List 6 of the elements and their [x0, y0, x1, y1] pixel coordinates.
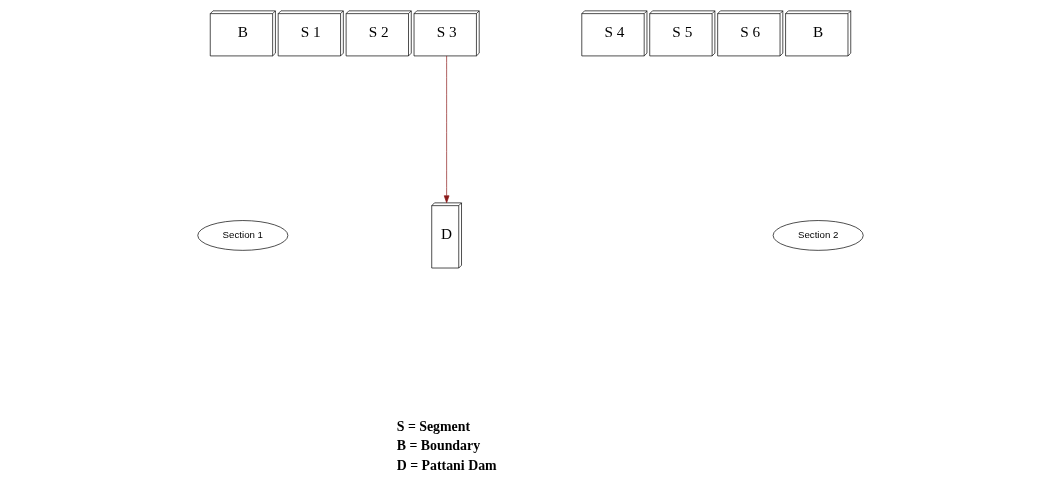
arrow	[443, 55, 449, 204]
label: B = Boundary	[396, 438, 480, 454]
node-ellipse: Section 2	[772, 220, 864, 251]
label: D = Pattani Dam	[396, 457, 497, 473]
node-ellipse: Section 1	[196, 220, 288, 251]
label: S = Segment	[396, 418, 470, 434]
